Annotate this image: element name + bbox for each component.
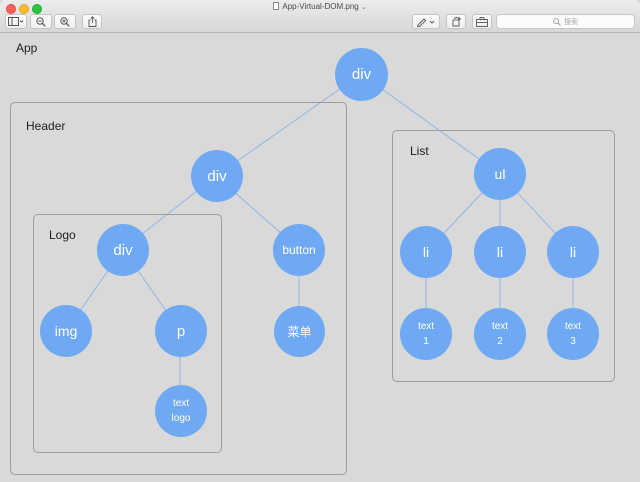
group-label-logo: Logo bbox=[49, 228, 76, 242]
group-box-list bbox=[392, 130, 615, 382]
pen-icon bbox=[416, 17, 435, 27]
node-img: img bbox=[40, 305, 92, 357]
node-text-logo-line2: logo bbox=[171, 413, 191, 424]
zoom-window-button[interactable] bbox=[32, 4, 42, 14]
node-p: p bbox=[155, 305, 207, 357]
node-root-div: div bbox=[335, 48, 388, 101]
group-box-header bbox=[10, 102, 347, 475]
search-placeholder: 搜索 bbox=[564, 18, 578, 26]
rotate-button[interactable] bbox=[446, 14, 466, 29]
node-text-3-line1: text bbox=[564, 321, 582, 332]
toolbox-button[interactable] bbox=[472, 14, 492, 29]
title-chevron-icon[interactable]: ⌄ bbox=[360, 4, 367, 11]
node-text-2-line1: text bbox=[491, 321, 509, 332]
toolbox-icon bbox=[476, 16, 488, 27]
node-li-3: li bbox=[547, 226, 599, 278]
share-button[interactable] bbox=[82, 14, 102, 29]
search-icon bbox=[553, 17, 561, 26]
node-header-div: div bbox=[191, 150, 243, 202]
markup-button[interactable] bbox=[412, 14, 440, 29]
image-canvas: App Header Logo List div div div img p t… bbox=[0, 33, 640, 482]
minimize-window-button[interactable] bbox=[19, 4, 29, 14]
zoom-out-button[interactable] bbox=[30, 14, 52, 29]
document-icon bbox=[273, 2, 280, 10]
node-text-2: text 2 bbox=[474, 308, 526, 360]
node-text-logo: text logo bbox=[155, 385, 207, 437]
group-label-header: Header bbox=[26, 119, 66, 133]
close-window-button[interactable] bbox=[6, 4, 16, 14]
zoom-in-button[interactable] bbox=[54, 14, 76, 29]
node-button-text: 菜单 bbox=[274, 306, 325, 357]
node-button: button bbox=[273, 224, 325, 276]
group-label-app: App bbox=[16, 41, 38, 55]
node-ul: ul bbox=[474, 148, 526, 200]
sidebar-icon bbox=[8, 17, 24, 26]
node-text-2-line2: 2 bbox=[497, 336, 503, 347]
node-text-3-line2: 3 bbox=[570, 336, 576, 347]
node-text-1-line1: text bbox=[417, 321, 435, 332]
node-text-3: text 3 bbox=[547, 308, 599, 360]
node-text-1-line2: 1 bbox=[423, 336, 429, 347]
zoom-out-icon bbox=[36, 16, 46, 27]
edge-root-ul bbox=[360, 73, 501, 175]
node-text-logo-line1: text bbox=[172, 398, 190, 409]
window-title[interactable]: App-Virtual-DOM.png⌄ bbox=[0, 2, 640, 11]
node-text-1: text 1 bbox=[400, 308, 452, 360]
group-box-logo bbox=[33, 214, 222, 453]
share-icon bbox=[88, 16, 96, 27]
rotate-icon bbox=[452, 16, 461, 27]
node-li-2: li bbox=[474, 226, 526, 278]
node-logo-div: div bbox=[97, 224, 149, 276]
node-li-1: li bbox=[400, 226, 452, 278]
group-label-list: List bbox=[410, 144, 429, 158]
edge-root-header bbox=[215, 73, 362, 177]
search-field[interactable]: 搜索 bbox=[496, 14, 635, 29]
window-title-text: App-Virtual-DOM.png bbox=[282, 2, 359, 11]
sidebar-toggle-button[interactable] bbox=[5, 14, 27, 29]
title-bar: App-Virtual-DOM.png⌄ bbox=[0, 0, 640, 33]
zoom-in-icon bbox=[60, 16, 70, 27]
